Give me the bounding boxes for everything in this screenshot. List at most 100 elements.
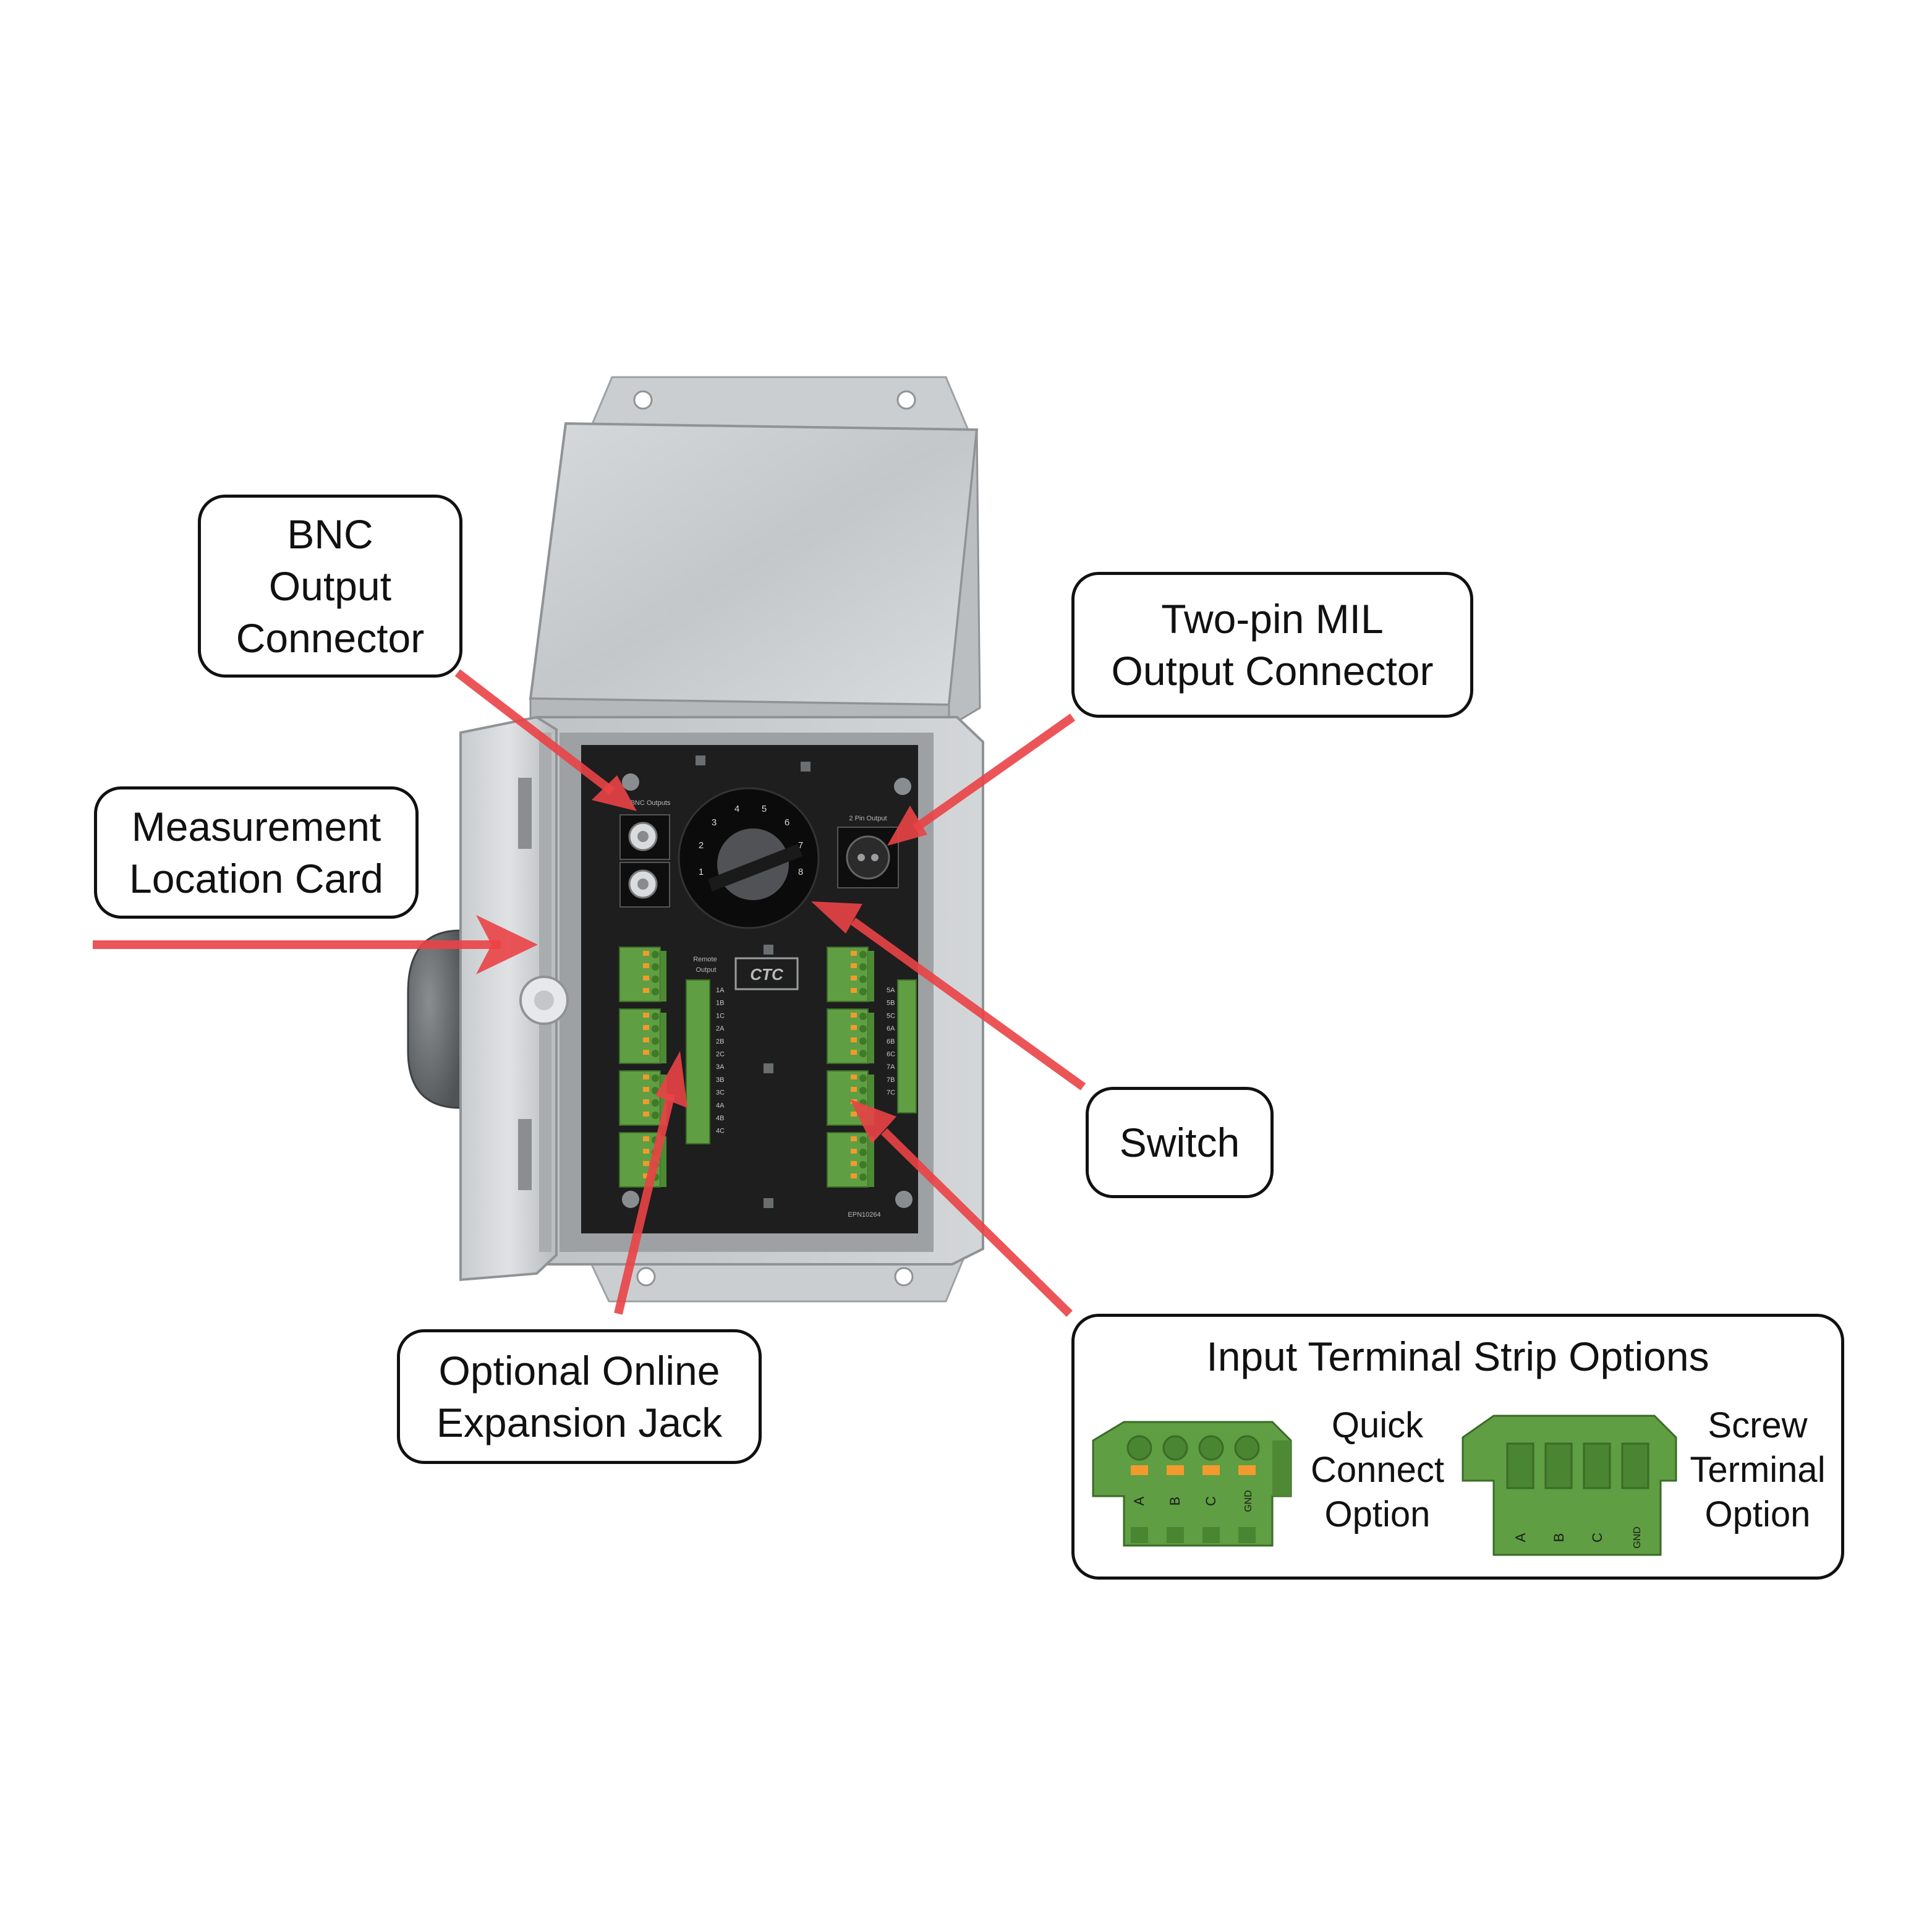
arrow-bnc [454,669,637,811]
arrow-expansion-jack [614,1051,687,1315]
sloped-lid [529,422,979,707]
panel-standoff [801,762,811,772]
channel-label: 2B [716,1038,724,1045]
brand-logo-box [734,957,799,990]
terminal-hole [652,976,659,983]
quick-connect-hole [1198,1435,1224,1461]
channel-label: 3B [716,1076,724,1084]
option-label-line: Option [1704,1494,1811,1534]
option-label-line: Quick [1331,1405,1424,1445]
part-number: EPN10264 [848,1211,880,1219]
callout-two-pin-mil-output-connector: Two-pin MIL Output Connector [1071,572,1473,718]
terminal-block [827,947,874,1002]
panel-screw [895,1191,913,1208]
terminal-hole [652,1037,659,1045]
panel-screw [622,773,639,791]
channel-label: 6A [887,1025,895,1032]
channel-label: 1A [716,987,725,994]
terminal-latch [643,1099,649,1104]
screw-terminal-slot [1583,1442,1611,1489]
callout-line: Switch [1119,1120,1240,1165]
mil-connector-body [846,835,890,880]
terminal-hole [652,988,659,995]
bnc-connector-pin [637,879,649,890]
terminal-latch [643,1173,649,1178]
switch-position-number: 1 [699,867,704,877]
channel-label: 2A [716,1025,725,1032]
terminal-latch [643,963,649,968]
callout-line: Expansion Jack [436,1400,723,1445]
mounting-hole [636,1267,656,1287]
terminal-latch [851,1087,857,1092]
terminal-latch [851,1075,857,1079]
switch-position-number: 2 [699,840,704,851]
quick-connect-latch [1131,1465,1148,1475]
terminal-latch [643,1161,649,1166]
arrow-two-pin [887,713,1076,846]
door-latch-center [534,990,554,1010]
terminal-hole [859,1013,867,1020]
options-panel-title: Input Terminal Strip Options [1206,1334,1709,1379]
terminal-latch [851,1050,857,1055]
callout-line: Optional Online [438,1348,720,1394]
terminal-latch [851,1037,857,1042]
screw-terminal-slot [1544,1442,1573,1489]
terminal-latch [851,1025,857,1030]
terminal-hole [652,1050,659,1057]
quick-connect-hole [1162,1435,1188,1461]
channel-label: 3A [716,1063,725,1071]
quick-connect-latch [1202,1465,1220,1475]
terminal-latch [643,976,649,981]
terminal-hole [652,1112,659,1119]
mounting-hole [894,1267,914,1287]
terminal-hole [859,1149,867,1156]
callout-optional-online-expansion-jack: Optional Online Expansion Jack [397,1329,762,1464]
enclosure-door [459,715,558,1282]
panel-standoff [764,1063,773,1073]
terminal-hole [859,1025,867,1032]
terminal-latch [851,1136,857,1141]
terminal-block [827,1132,874,1188]
pin-label: C [1203,1496,1219,1506]
terminal-latch [851,1173,857,1178]
mounting-hole [633,390,653,410]
terminal-latch [643,1136,649,1141]
terminal-latch [851,951,857,956]
terminal-latch [643,1112,649,1117]
bnc-connector-pin [637,831,649,842]
pin-label: B [1551,1533,1567,1543]
pin-label: C [1589,1533,1605,1543]
callout-line: Two-pin MIL [1161,596,1384,642]
terminal-block [619,1070,666,1126]
screw-terminal-slot [1506,1442,1534,1489]
terminal-hole [652,1099,659,1107]
terminal-latch [643,1025,649,1030]
channel-label: 1C [716,1012,725,1019]
channel-label: 6C [887,1051,895,1058]
terminal-hole [652,1013,659,1020]
channel-label: 5A [887,987,895,994]
rotary-switch-pointer [708,844,802,892]
terminal-latch [851,1161,857,1166]
terminal-block [619,947,666,1002]
arrow-switch [811,901,1086,1091]
two-pin-output-label: 2 Pin Output [849,815,887,822]
callout-line: Connector [236,615,425,661]
callout-measurement-location-card: Measurement Location Card [94,786,419,919]
switch-position-number: 6 [785,817,789,828]
input-terminal-blocks [619,947,874,1188]
terminal-latch [851,1149,857,1154]
terminal-hole [652,1075,659,1082]
panel-screw [622,1191,639,1208]
brand-logo: CTC [750,965,784,984]
door-hinge [518,1119,532,1190]
remote-output-jack [686,979,710,1144]
quick-connect-hole [1234,1435,1260,1461]
door-knob-housing [407,929,462,1109]
channel-label: 5B [887,1000,895,1007]
quick-connect-pin-slot [1238,1527,1256,1543]
terminal-latch [643,951,649,956]
